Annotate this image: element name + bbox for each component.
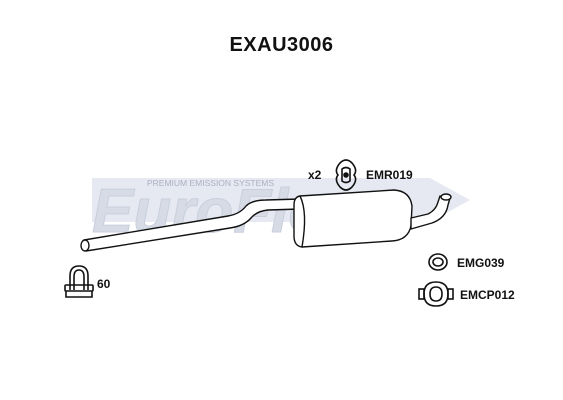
rubber-mount-icon bbox=[335, 159, 357, 191]
inlet-pipe-end bbox=[80, 239, 90, 252]
mount-quantity: x2 bbox=[308, 168, 322, 182]
clamp-pair-icon bbox=[418, 281, 454, 307]
part-number-title: EXAU3006 bbox=[229, 34, 334, 56]
u-clamp-icon bbox=[64, 265, 94, 298]
exhaust-middle-section bbox=[80, 189, 452, 252]
clamp-size: 60 bbox=[97, 277, 111, 291]
gasket-icon bbox=[428, 253, 448, 271]
gasket-part-code: EMG039 bbox=[457, 256, 505, 270]
mount-part-code: EMR019 bbox=[366, 168, 413, 182]
clamp-pair-part-code: EMCP012 bbox=[460, 288, 515, 302]
muffler-seam bbox=[299, 195, 306, 248]
outlet-pipe-end bbox=[440, 193, 452, 201]
muffler-body bbox=[293, 189, 413, 248]
watermark-tagline: PREMIUM EMISSION SYSTEMS bbox=[147, 178, 274, 188]
